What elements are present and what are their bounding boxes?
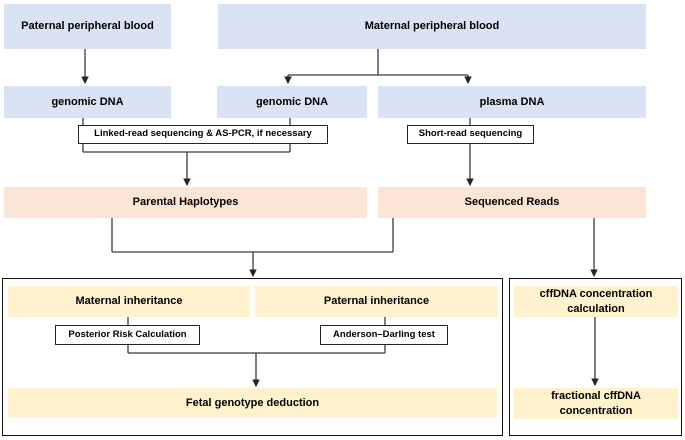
node-maternal-peripheral-blood: Maternal peripheral blood [218,4,646,49]
process-anderson-darling-test: Anderson–Darling test [320,325,448,345]
inheritance-analysis-section [2,278,503,436]
node-paternal-inheritance: Paternal inheritance [255,286,498,317]
node-maternal-inheritance: Maternal inheritance [8,286,250,317]
process-short-read-sequencing: Short-read sequencing [407,125,534,144]
process-linked-read-sequencing: Linked-read sequencing & AS-PCR, if nece… [78,125,328,144]
node-fractional-cffdna-concentration: fractional cffDNA concentration [514,388,678,419]
node-cffdna-concentration-calculation: cffDNA concentration calculation [514,286,678,317]
node-genomic-dna-maternal: genomic DNA [217,86,367,118]
node-paternal-peripheral-blood: Paternal peripheral blood [4,4,171,49]
node-genomic-dna-paternal: genomic DNA [4,86,171,118]
process-posterior-risk-calculation: Posterior Risk Calculation [55,325,200,345]
cffdna-concentration-section [509,278,682,436]
node-plasma-dna: plasma DNA [378,86,646,118]
node-fetal-genotype-deduction: Fetal genotype deduction [8,388,497,418]
node-parental-haplotypes: Parental Haplotypes [4,187,367,218]
node-sequenced-reads: Sequenced Reads [378,187,646,218]
